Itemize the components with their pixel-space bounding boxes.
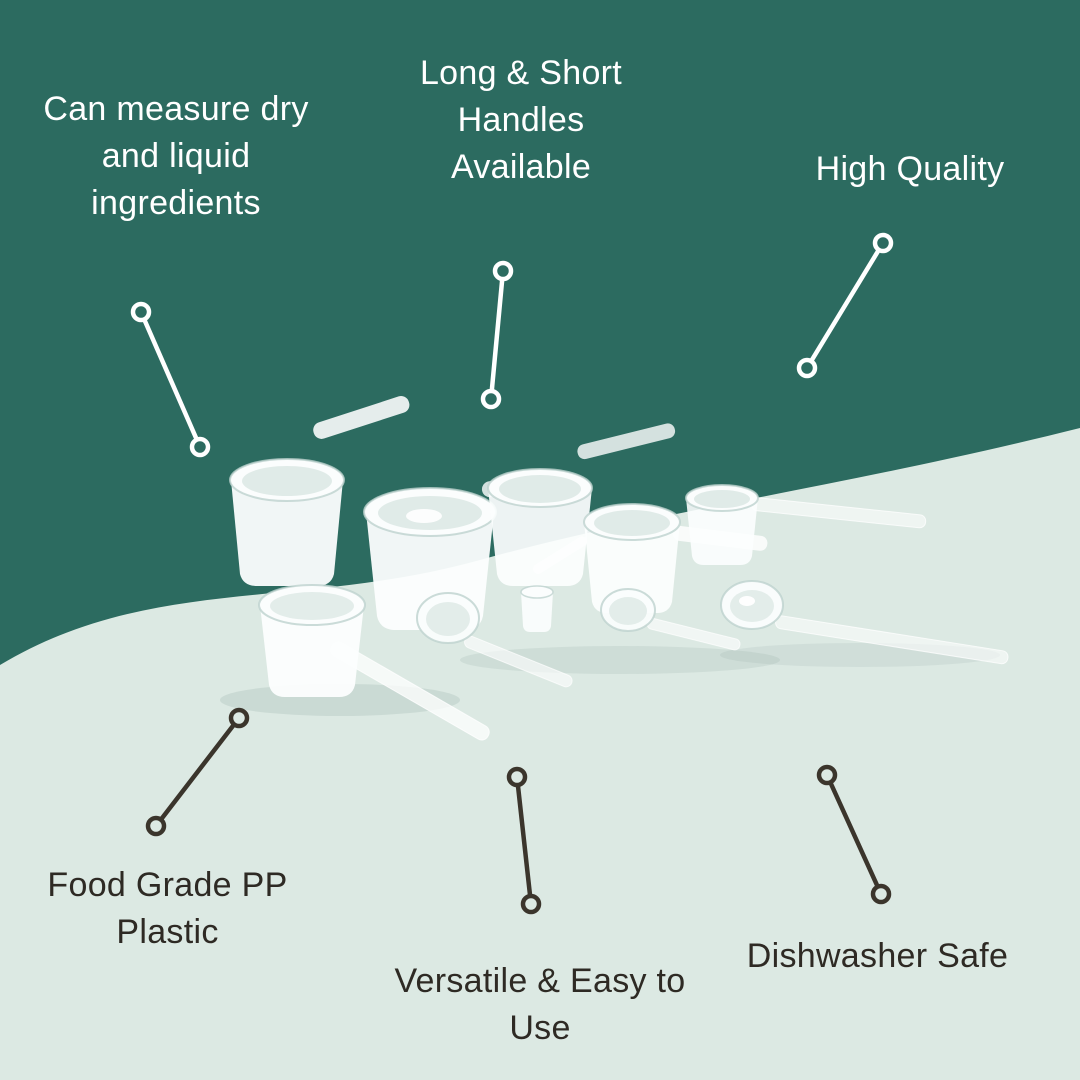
connector-top-right-icon <box>796 232 894 379</box>
callout-high-quality: High Quality <box>815 150 1005 188</box>
connector-top-center-icon <box>480 260 514 410</box>
connector-top-left-icon <box>130 301 211 458</box>
scoop-spoon-1-icon <box>416 592 573 688</box>
product-photo-measuring-scoops-icon <box>220 396 1009 741</box>
scoop-cup-5-icon <box>685 484 927 565</box>
scoop-mini-cup-icon <box>520 536 588 632</box>
wave-background <box>0 428 1080 1080</box>
callout-measure-dry-liquid: Can measure dry and liquid ingredients <box>43 90 309 222</box>
callout-dishwasher-safe: Dishwasher Safe <box>746 937 1009 975</box>
callout-food-grade-pp: Food Grade PP Plastic <box>47 866 288 951</box>
callout-versatile-easy: Versatile & Easy to Use <box>394 962 686 1047</box>
scoop-spoon-3-icon <box>720 580 1009 665</box>
connector-bottom-center-icon <box>506 766 542 915</box>
scoop-spoon-2-icon <box>600 588 741 651</box>
scoop-cup-1-icon <box>229 396 410 586</box>
connector-bottom-right-icon <box>816 764 892 905</box>
callout-long-short-handles: Long & Short Handles Available <box>419 54 623 186</box>
scoop-cup-3-icon <box>487 423 676 586</box>
scoop-cup-6-icon <box>258 584 490 741</box>
connector-bottom-left-icon <box>145 707 250 837</box>
